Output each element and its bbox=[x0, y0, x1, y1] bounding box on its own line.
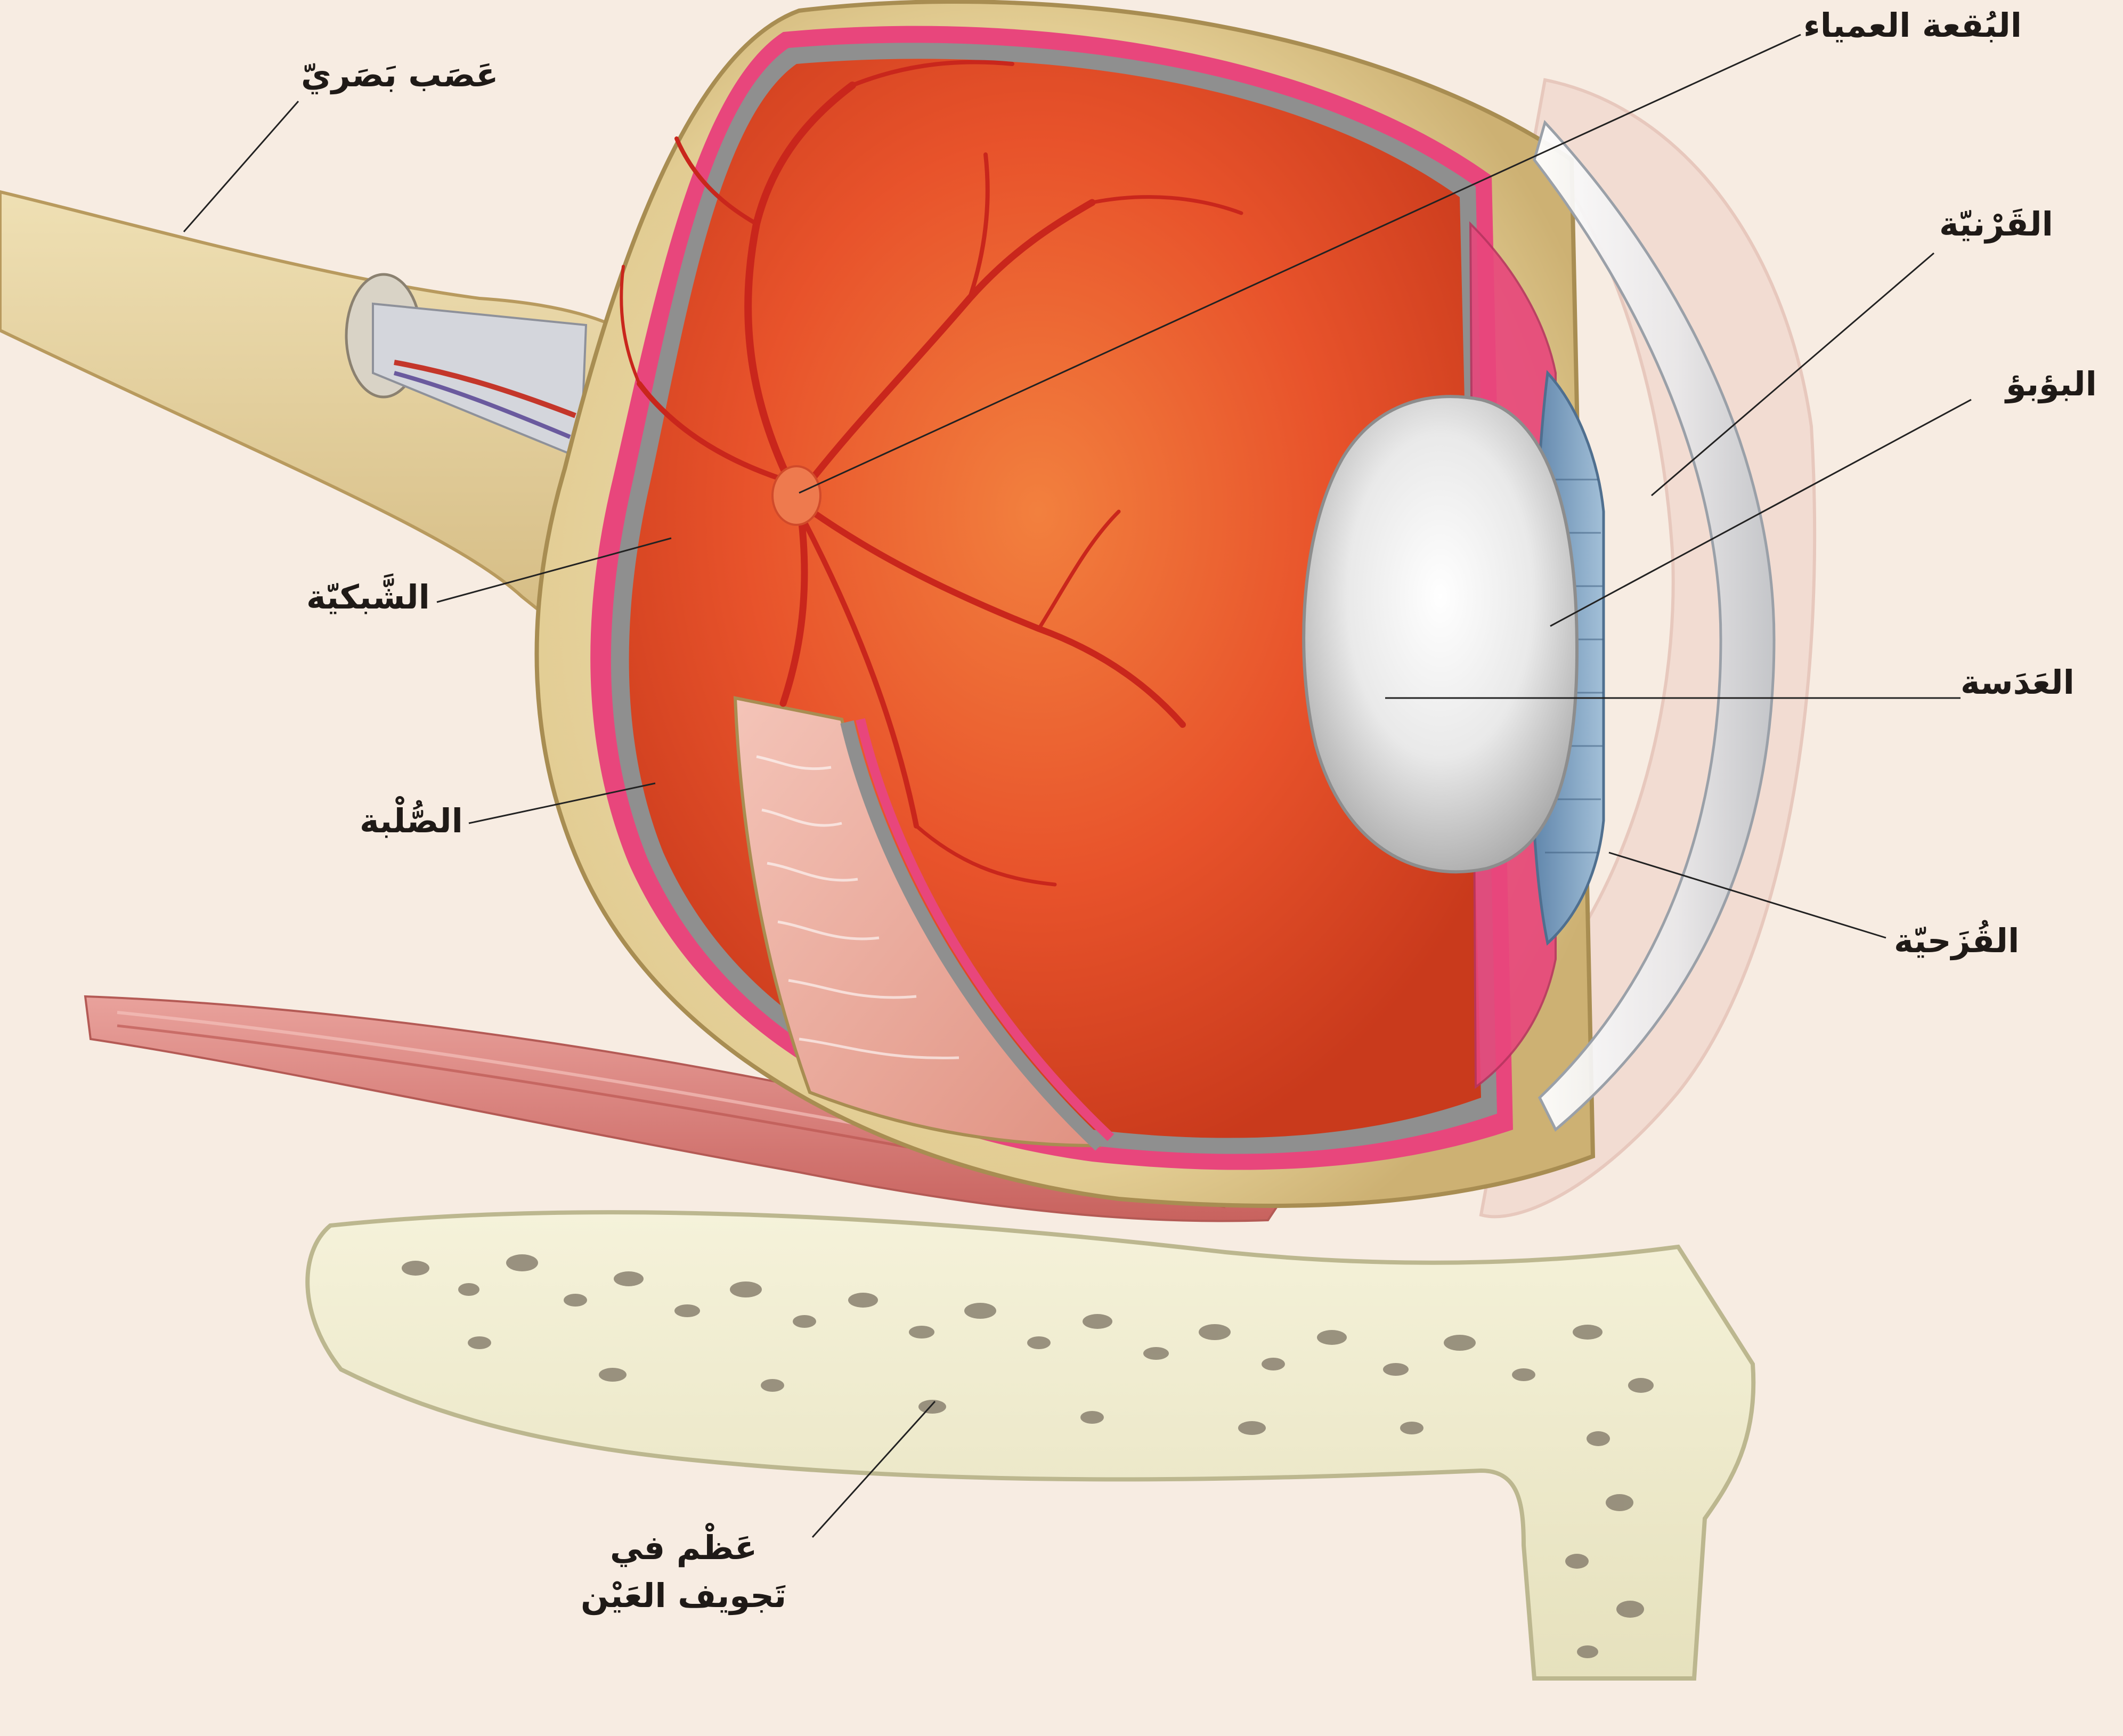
label-lens: العَدَسة bbox=[1961, 663, 2075, 701]
label-orbit-bone-line1: عَظْم في bbox=[581, 1524, 786, 1572]
label-cornea: القَرْنيّة bbox=[1939, 205, 2053, 243]
label-pupil: البؤبؤ bbox=[2006, 365, 2097, 403]
leader-optic-nerve bbox=[184, 101, 298, 232]
blind-spot bbox=[772, 466, 820, 525]
label-sclera: الصُّلْبة bbox=[360, 802, 463, 840]
label-blind-spot: البُقعة العمياء bbox=[1803, 6, 2022, 44]
lens bbox=[1304, 396, 1577, 872]
label-optic-nerve: عَصَب بَصَريّ bbox=[301, 56, 498, 94]
label-orbit-bone-line2: تَجويف العَيْن bbox=[581, 1572, 786, 1620]
label-iris: القُزَحيّة bbox=[1894, 922, 2019, 960]
label-retina: الشَّبكيّة bbox=[306, 578, 430, 616]
label-orbit-bone: عَظْم في تَجويف العَيْن bbox=[581, 1524, 786, 1620]
orbit-bone bbox=[307, 1212, 1753, 1678]
